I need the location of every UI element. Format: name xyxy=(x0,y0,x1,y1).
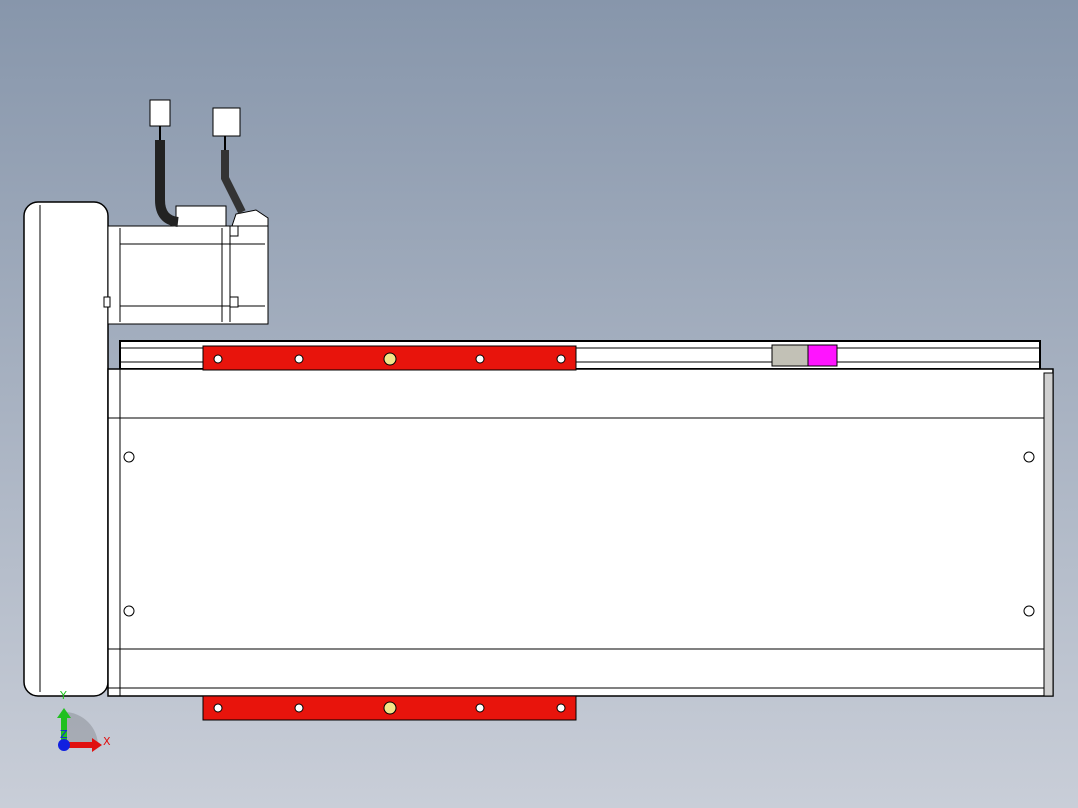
top-carriage[interactable] xyxy=(202,345,577,371)
actuator-body xyxy=(107,368,1054,697)
bottom-carriage[interactable] xyxy=(202,695,577,721)
limit-sensor xyxy=(771,344,838,367)
axis-triad: X Y Z xyxy=(57,689,111,752)
z-axis-label: Z xyxy=(60,728,68,741)
motor-cables xyxy=(149,99,246,227)
servo-motor xyxy=(103,205,269,325)
y-axis-label: Y xyxy=(59,689,67,702)
motor-end-housing xyxy=(23,201,109,697)
x-axis-label: X xyxy=(103,735,111,748)
